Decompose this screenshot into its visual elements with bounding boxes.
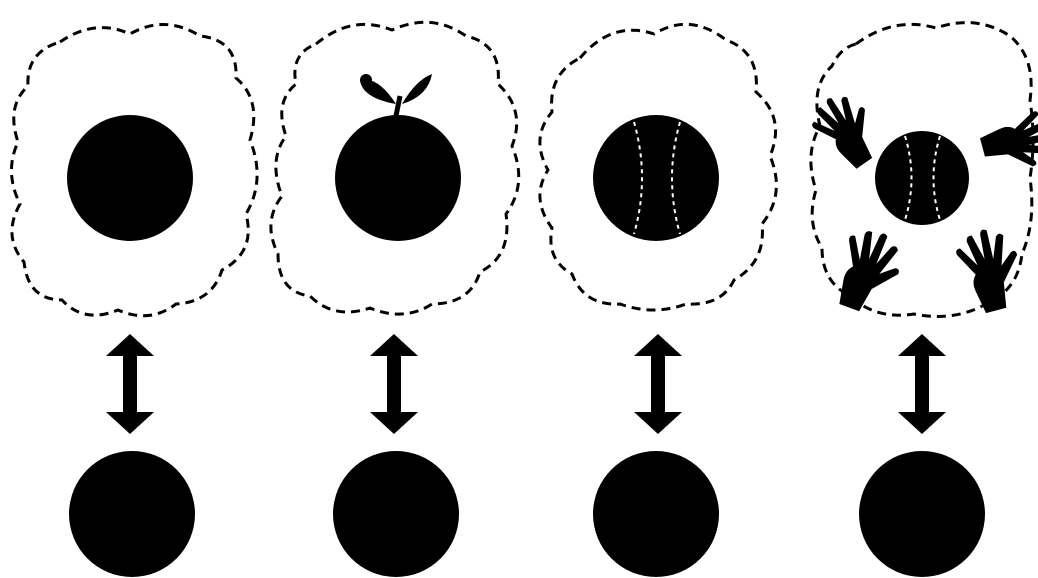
double-arrow-1	[106, 334, 154, 434]
leaf-right	[402, 74, 432, 104]
hand-icon	[977, 108, 1038, 178]
fruit-icon	[335, 74, 461, 241]
double-arrow-4	[898, 334, 946, 434]
baseball-icon	[875, 131, 969, 225]
top-ball-1	[67, 115, 193, 241]
hand-icon	[827, 223, 910, 319]
baseball-icon	[593, 115, 719, 241]
panel-3	[540, 24, 777, 577]
panel-1	[11, 24, 257, 577]
double-arrow-2	[370, 334, 418, 434]
bottom-ball-4	[859, 451, 985, 577]
panel-4	[805, 23, 1038, 577]
double-arrow-3	[634, 334, 682, 434]
hand-icon	[952, 223, 1029, 317]
bottom-ball-2	[333, 451, 459, 577]
panel-2	[271, 22, 519, 577]
hand-icon	[805, 85, 890, 176]
bottom-ball-1	[69, 451, 195, 577]
bottom-ball-3	[593, 451, 719, 577]
